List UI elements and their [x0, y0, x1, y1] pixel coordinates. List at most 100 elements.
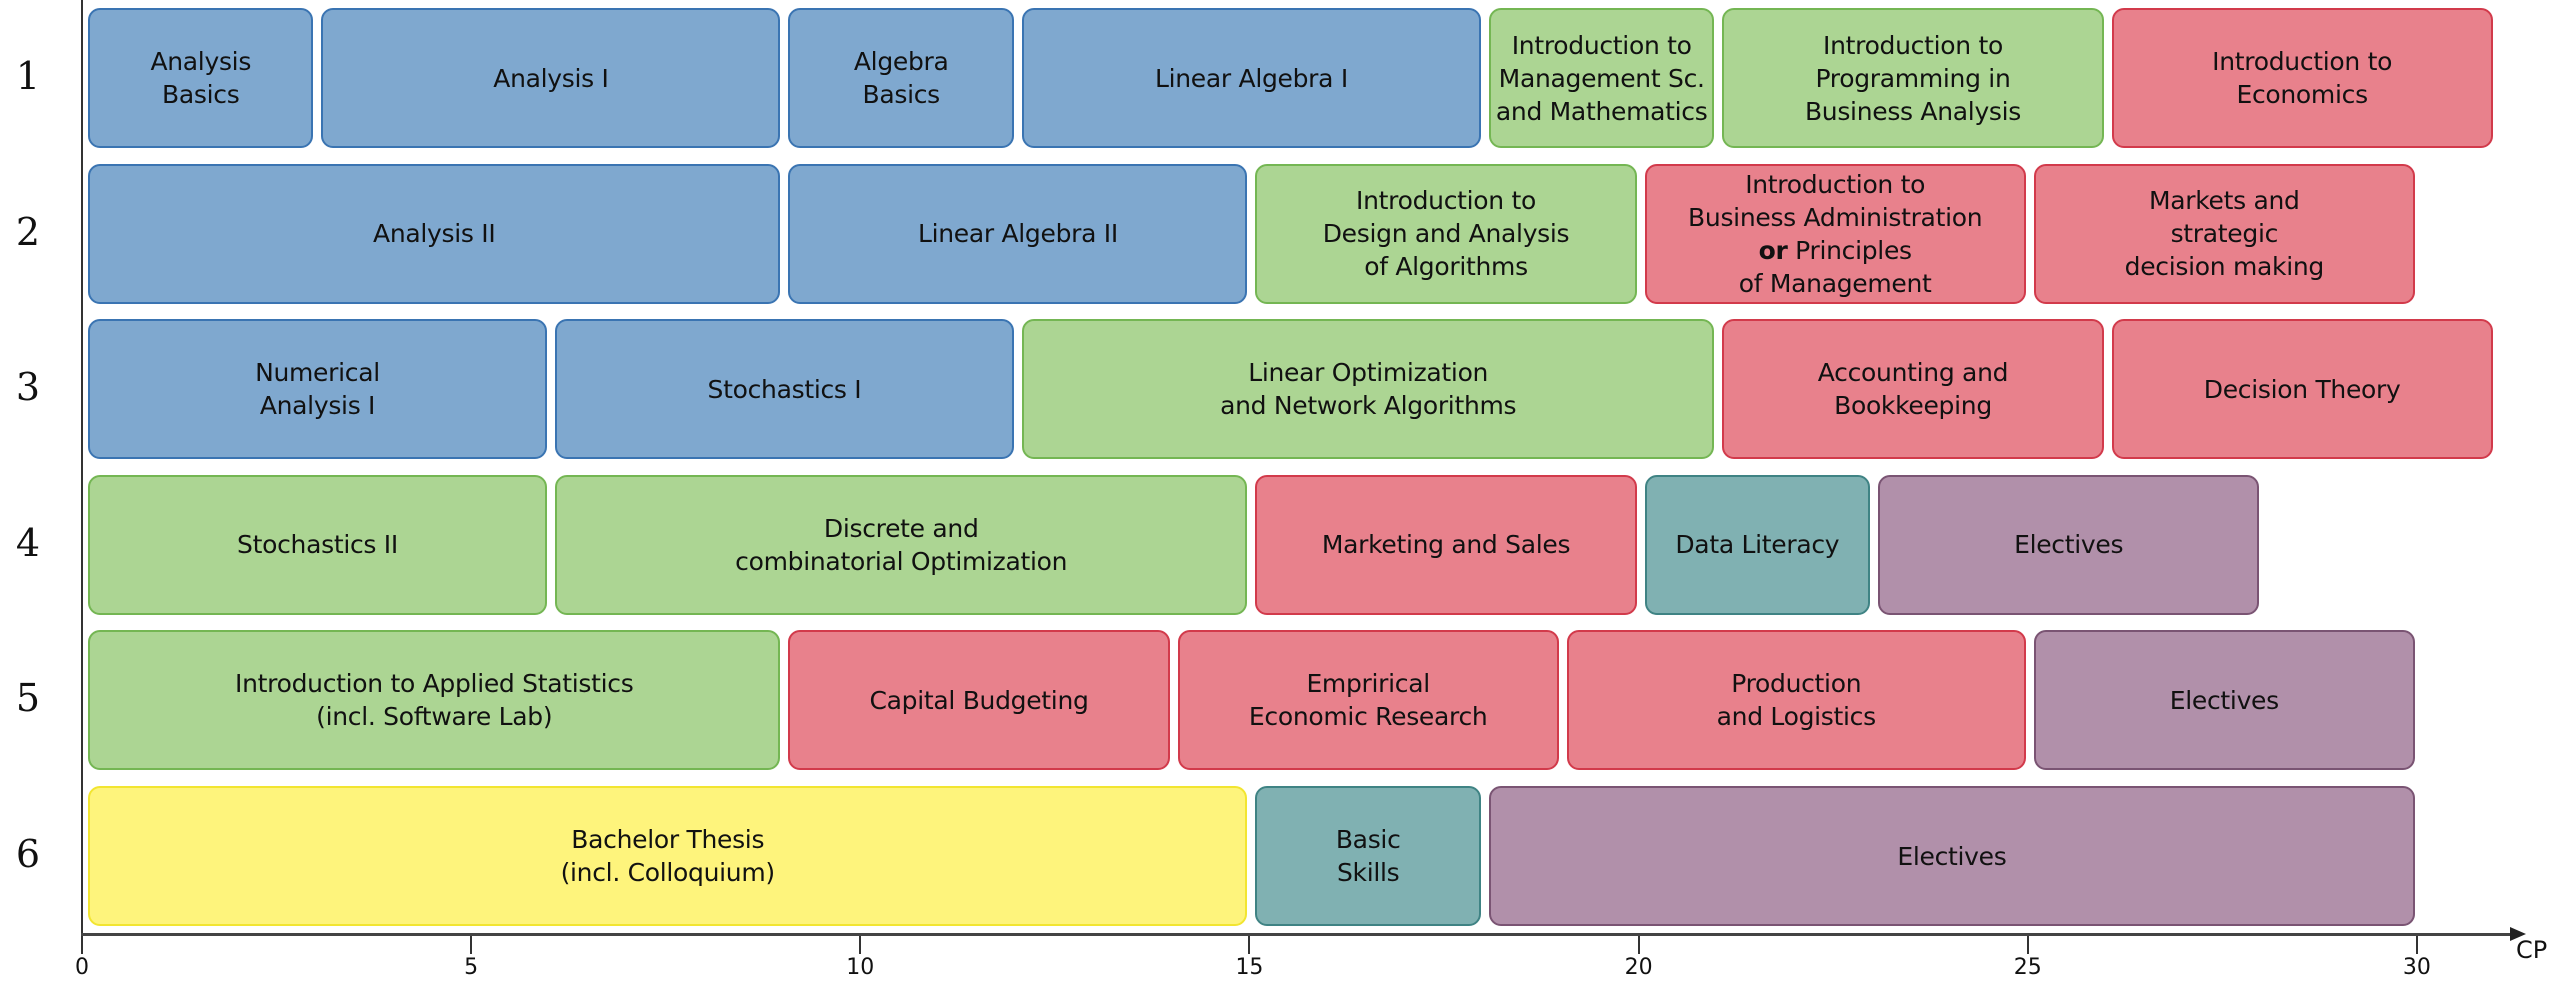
module-block[interactable]: Electives — [1878, 474, 2260, 615]
module-title: Analysis I — [493, 62, 609, 95]
module-title-line: Basics — [162, 80, 240, 109]
semester-label: 6 — [15, 832, 41, 876]
module-title-line: Stochastics II — [237, 530, 398, 560]
module-title-line: Basic — [1335, 825, 1401, 854]
module-title: Introduction to Applied Statistics(incl.… — [235, 667, 634, 733]
module-block[interactable]: Electives — [2033, 630, 2415, 771]
module-title-line: Production — [1731, 669, 1862, 699]
semester-label: 5 — [15, 676, 41, 721]
x-tick-mark — [1637, 936, 1640, 954]
module-block[interactable]: Analysis II — [88, 163, 781, 304]
module-block[interactable]: Capital Budgeting — [788, 630, 1170, 771]
y-axis-line — [81, 0, 83, 936]
module-title-line: of Algorithms — [1364, 252, 1528, 282]
x-axis-label: CP — [2516, 936, 2548, 964]
module-title-line: Accounting and — [1817, 358, 2009, 388]
module-title-line: Linear Algebra II — [917, 219, 1118, 249]
module-title-line: Emprirical — [1306, 669, 1430, 699]
x-axis-arrow-icon — [2510, 927, 2526, 941]
module-title-line: Marketing and Sales — [1321, 530, 1571, 560]
module-title-line: Analysis I — [259, 391, 376, 421]
module-title-line: (incl. Software Lab) — [316, 702, 553, 732]
x-tick-mark — [859, 936, 862, 954]
semester-label: 4 — [15, 520, 41, 565]
module-block[interactable]: Linear Algebra I — [1021, 8, 1481, 148]
module-block[interactable]: Electives — [1488, 786, 2415, 926]
module-title-line: Discrete and — [823, 513, 979, 543]
x-tick-mark — [2415, 936, 2418, 954]
module-title-line: Algebra — [853, 47, 949, 76]
module-block[interactable]: Stochastics I — [554, 319, 1014, 460]
module-block[interactable]: Bachelor Thesis(incl. Colloquium) — [88, 786, 1248, 926]
module-title: Analysis II — [373, 217, 496, 250]
module-title-emphasis: or — [1758, 235, 1788, 265]
module-title-line: combinatorial Optimization — [735, 546, 1068, 576]
module-title: Electives — [1897, 840, 2006, 873]
module-block[interactable]: Stochastics II — [88, 474, 547, 615]
x-tick-mark — [470, 936, 473, 954]
module-title: Marketing and Sales — [1321, 528, 1571, 561]
module-title-line: Design and Analysis — [1322, 219, 1570, 249]
module-title-line: Introduction to — [1823, 30, 2003, 60]
x-tick-label: 20 — [1624, 955, 1653, 980]
semester-label: 3 — [15, 365, 41, 410]
module-title-line: Bookkeeping — [1834, 391, 1992, 421]
module-title-line: Economic Research — [1248, 702, 1488, 732]
module-title-line: Electives — [1897, 841, 2007, 871]
module-title-line: Introduction to Applied Statistics — [235, 669, 634, 699]
module-title: Bachelor Thesis(incl. Colloquium) — [560, 823, 776, 889]
module-block[interactable]: Analysis I — [321, 8, 781, 148]
module-title-line: Economics — [2236, 80, 2368, 109]
module-title-line: (incl. Colloquium) — [560, 858, 776, 887]
x-tick-label: 10 — [846, 955, 875, 980]
module-title-line: Capital Budgeting — [869, 685, 1089, 715]
x-tick-mark — [81, 936, 83, 954]
module-title: Electives — [2170, 684, 2279, 717]
x-tick-mark — [2026, 936, 2029, 954]
module-title-line: or Principles — [1758, 235, 1912, 265]
module-title-line: Introduction to — [1745, 169, 1926, 199]
module-block[interactable]: Decision Theory — [2111, 319, 2493, 460]
module-title: Electives — [2014, 528, 2123, 561]
module-block[interactable]: Introduction to Applied Statistics(incl.… — [88, 630, 781, 771]
module-title-line: Analysis I — [493, 63, 609, 93]
module-title-line: Management Sc. — [1498, 63, 1705, 93]
module-title: Stochastics II — [237, 528, 398, 561]
x-tick-label: 5 — [464, 955, 479, 980]
module-title-line: Stochastics I — [707, 374, 862, 404]
semester-label: 1 — [15, 54, 41, 98]
module-title-line: Skills — [1336, 858, 1400, 887]
module-block[interactable]: Linear Algebra II — [788, 163, 1248, 304]
module-block[interactable]: Marketing and Sales — [1255, 474, 1637, 615]
module-title-line: Linear Optimization — [1248, 358, 1489, 388]
module-block[interactable]: Data Literacy — [1644, 474, 1871, 615]
module-title-line: Markets and — [2148, 186, 2300, 216]
